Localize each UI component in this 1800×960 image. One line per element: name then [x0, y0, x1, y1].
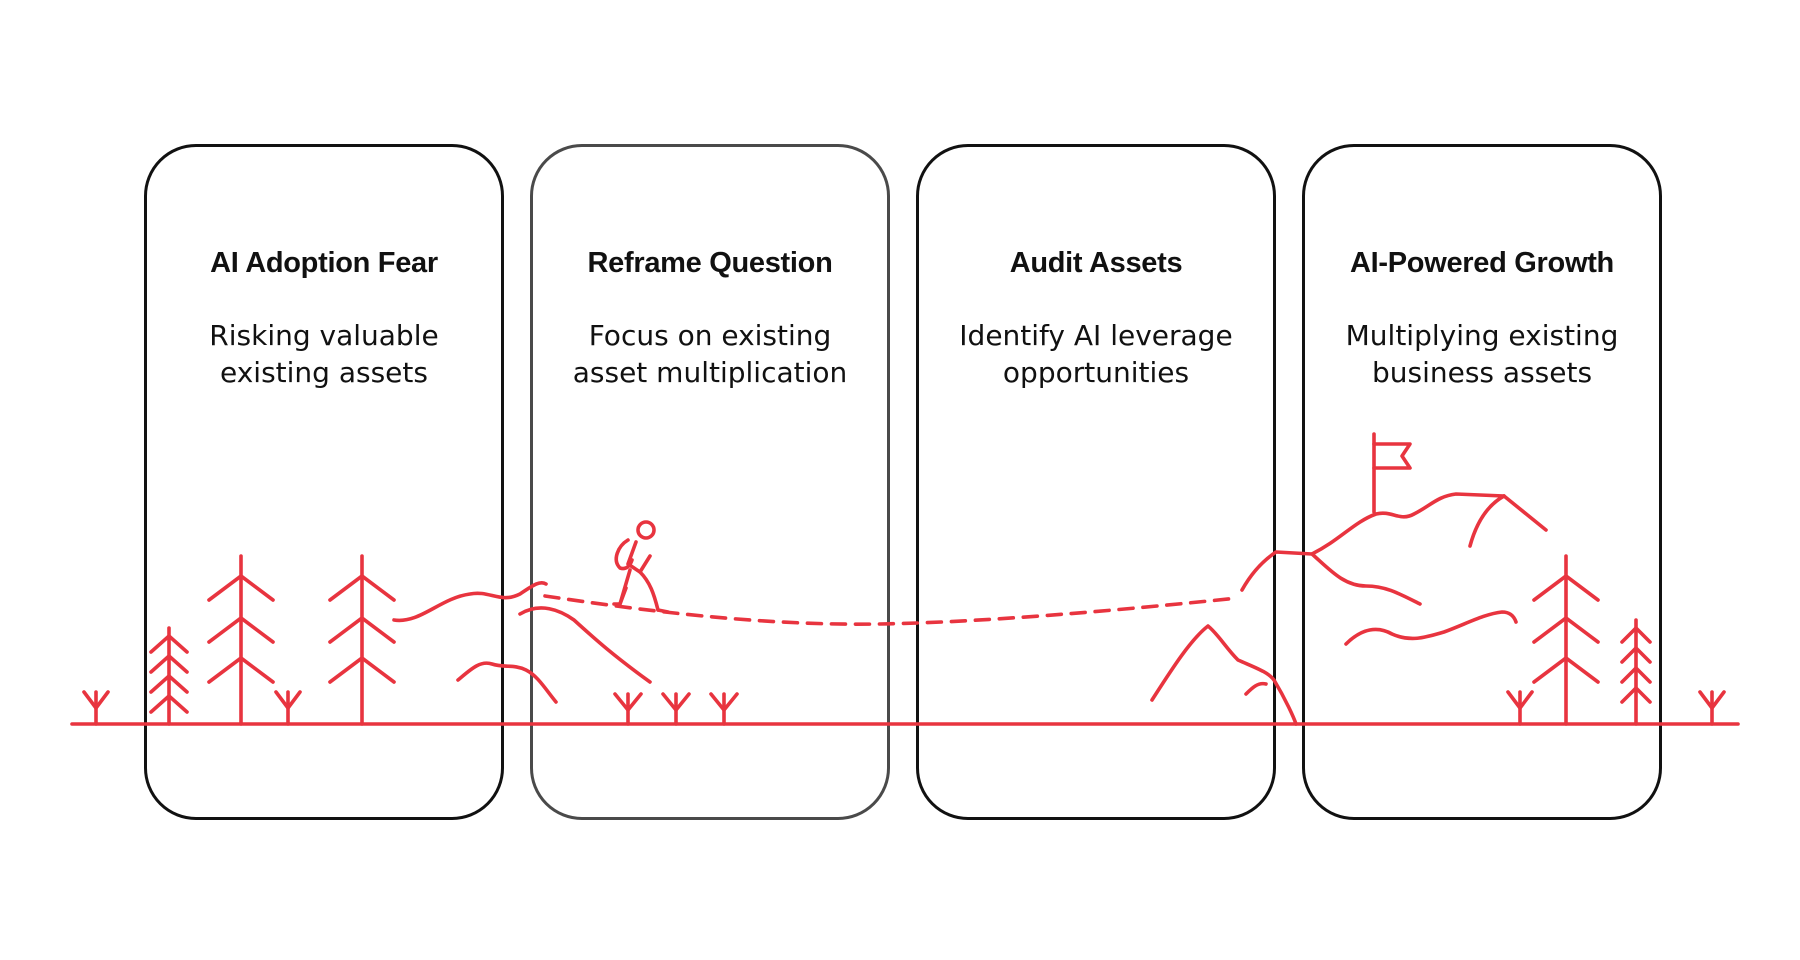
hill-icon — [392, 580, 652, 704]
tree-icon — [149, 626, 189, 726]
step-description: Multiplying existing business assets — [1345, 319, 1619, 389]
step-title: Audit Assets — [1009, 247, 1183, 279]
step-description: Focus on existing asset multiplication — [572, 319, 848, 389]
tree-icon — [207, 554, 275, 726]
step-card-reframe-question: Reframe Question Focus on existing asset… — [530, 144, 890, 820]
trail-path — [543, 594, 1240, 626]
step-title: Reframe Question — [587, 247, 833, 279]
sprout-icon — [274, 690, 302, 726]
sprout-icon — [1506, 690, 1534, 726]
step-card-ai-powered-growth: AI-Powered Growth Multiplying existing b… — [1302, 144, 1662, 820]
sprout-icon — [661, 692, 691, 726]
step-title: AI Adoption Fear — [210, 247, 438, 279]
flag-icon — [1372, 432, 1412, 514]
step-title: AI-Powered Growth — [1350, 247, 1614, 279]
tree-icon — [328, 554, 396, 726]
step-card-ai-adoption-fear: AI Adoption Fear Risking valuable existi… — [144, 144, 504, 820]
sprout-icon — [613, 692, 643, 726]
sprout-icon — [82, 690, 110, 726]
mountain-icon — [1150, 492, 1548, 726]
hiker-icon — [612, 520, 670, 614]
tree-icon — [1620, 618, 1652, 726]
tree-icon — [1532, 554, 1600, 726]
step-description: Risking valuable existing assets — [209, 319, 439, 389]
step-card-audit-assets: Audit Assets Identify AI leverage opport… — [916, 144, 1276, 820]
sprout-icon — [1698, 690, 1726, 726]
sprout-icon — [709, 692, 739, 726]
step-description: Identify AI leverage opportunities — [959, 319, 1233, 389]
